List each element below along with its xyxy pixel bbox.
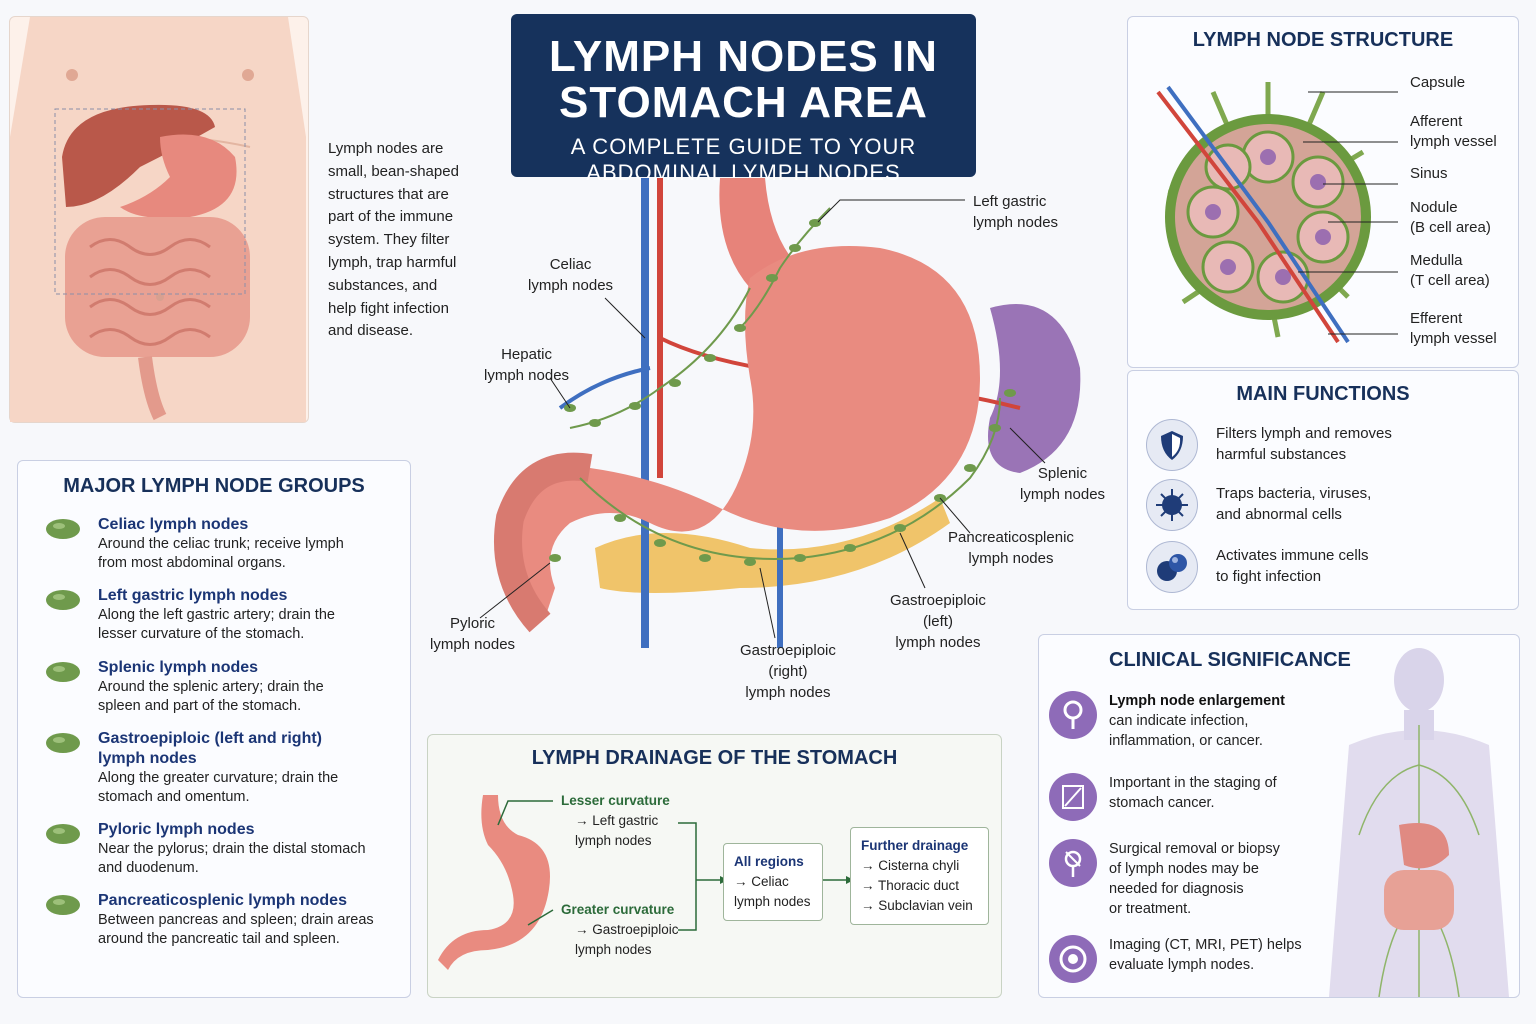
magnifier-icon xyxy=(1049,691,1097,739)
lymph-node-bean-icon xyxy=(46,733,80,753)
group-name: Pyloric lymph nodes xyxy=(98,821,255,838)
clinical-heading: CLINICAL SIGNIFICANCE xyxy=(1109,649,1351,671)
group-item-left-gastric: Left gastric lymph nodes Along the left … xyxy=(46,586,398,644)
staging-icon xyxy=(1049,773,1097,821)
biopsy-icon xyxy=(1049,839,1097,887)
functions-panel: MAIN FUNCTIONS Filters lymph and removes… xyxy=(1127,370,1519,610)
group-desc: Around the celiac trunk; receive lymph xyxy=(98,536,344,552)
structure-heading: LYMPH NODE STRUCTURE xyxy=(1192,29,1454,51)
label-gastroepiploic-left: Gastroepiploic(left)lymph nodes xyxy=(890,592,986,651)
lymph-node-bean-icon xyxy=(46,662,80,682)
shield-icon xyxy=(1146,419,1198,471)
major-groups-panel: MAJOR LYMPH NODE GROUPS Celiac lymph nod… xyxy=(17,460,411,998)
group-desc: Near the pylorus; drain the distal stoma… xyxy=(98,841,366,857)
function-text: Traps bacteria, viruses,and abnormal cel… xyxy=(1216,485,1372,523)
lymph-node-bean-icon xyxy=(46,519,80,539)
torso-illustration xyxy=(10,17,306,422)
group-desc: around the pancreatic tail and spleen. xyxy=(98,931,340,947)
lymph-node-bean-icon xyxy=(46,895,80,915)
group-desc: Along the left gastric artery; drain the xyxy=(98,607,335,623)
group-desc: Between pancreas and spleen; drain areas xyxy=(98,912,374,928)
lymph-node-cross-section xyxy=(1156,82,1398,344)
group-item-pyloric: Pyloric lymph nodes Near the pylorus; dr… xyxy=(46,820,398,878)
group-name: Left gastric lymph nodes xyxy=(98,587,288,604)
lesser-curvature-label: Lesser curvature → Left gastric lymph no… xyxy=(561,793,670,848)
virus-icon xyxy=(1146,479,1198,531)
imaging-icon xyxy=(1049,935,1097,983)
lymph-node-bean-icon xyxy=(46,824,80,844)
immune-cells-icon xyxy=(1146,541,1198,593)
group-desc: stomach and omentum. xyxy=(98,789,250,805)
label-medulla: Medulla(T cell area) xyxy=(1410,252,1490,289)
group-desc: from most abdominal organs. xyxy=(98,555,286,571)
group-desc: and duodenum. xyxy=(98,860,199,876)
group-name: Gastroepiploic (left and right) xyxy=(98,730,323,747)
torso-illustration-panel xyxy=(9,16,309,423)
group-name: Celiac lymph nodes xyxy=(98,516,249,533)
group-name: lymph nodes xyxy=(98,750,197,767)
lymph-node-bean-icon xyxy=(46,590,80,610)
all-regions-box: All regions → Celiac lymph nodes xyxy=(723,843,823,921)
drainage-heading: LYMPH DRAINAGE OF THE STOMACH xyxy=(531,747,898,769)
group-item-celiac: Celiac lymph nodes Around the celiac tru… xyxy=(46,515,398,573)
group-item-gastroepiploic: Gastroepiploic (left and right) lymph no… xyxy=(46,729,398,807)
group-desc: spleen and part of the stomach. xyxy=(98,698,302,714)
label-nodule: Nodule(B cell area) xyxy=(1410,199,1491,236)
label-sinus: Sinus xyxy=(1410,165,1448,182)
further-drainage-box: Further drainage → Cisterna chyli → Thor… xyxy=(850,827,989,925)
group-desc: Along the greater curvature; drain the xyxy=(98,770,339,786)
group-item-pancreaticosplenic: Pancreaticosplenic lymph nodes Between p… xyxy=(46,891,398,949)
clinical-panel: CLINICAL SIGNIFICANCE Lymph node enlarge… xyxy=(1038,634,1520,998)
group-name: Splenic lymph nodes xyxy=(98,659,259,676)
group-item-splenic: Splenic lymph nodes Around the splenic a… xyxy=(46,658,398,716)
group-desc: Around the splenic artery; drain the xyxy=(98,679,324,695)
functions-heading: MAIN FUNCTIONS xyxy=(1236,383,1410,405)
drainage-panel: LYMPH DRAINAGE OF THE STOMACH Lesser cur… xyxy=(427,734,1002,998)
group-name: Pancreaticosplenic lymph nodes xyxy=(98,892,347,909)
major-groups-heading: MAJOR LYMPH NODE GROUPS xyxy=(63,475,365,497)
body-silhouette-illustration xyxy=(1329,648,1509,997)
greater-curvature-label: Greater curvature → Gastroepiploic lymph… xyxy=(561,902,679,957)
group-desc: lesser curvature of the stomach. xyxy=(98,626,305,642)
stomach-anatomy-illustration xyxy=(479,178,1081,648)
function-item: Traps bacteria, viruses,and abnormal cel… xyxy=(1146,479,1506,533)
label-gastroepiploic-right: Gastroepiploic(right)lymph nodes xyxy=(740,642,836,701)
label-capsule: Capsule xyxy=(1410,74,1466,91)
